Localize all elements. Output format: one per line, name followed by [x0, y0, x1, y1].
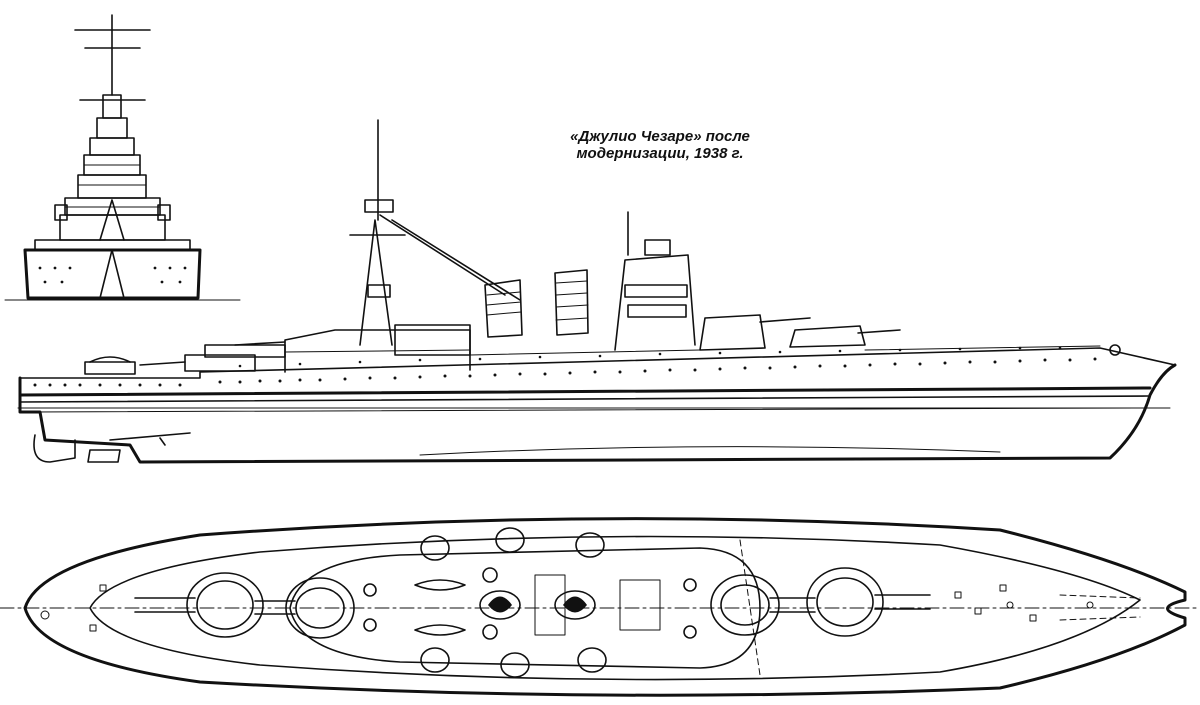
plan-view: [0, 517, 1200, 697]
caption-date: модернизации, 1938 г.: [576, 145, 744, 162]
side-elevation: [17, 119, 1177, 464]
drawing-caption: «Джулио Чезаре» после модернизации, 1938…: [530, 128, 790, 162]
side-portholes: [33, 346, 1097, 387]
caption-ship-name: «Джулио Чезаре» после: [570, 128, 750, 145]
secondary-mounts: [363, 527, 697, 678]
front-view: [4, 14, 241, 301]
